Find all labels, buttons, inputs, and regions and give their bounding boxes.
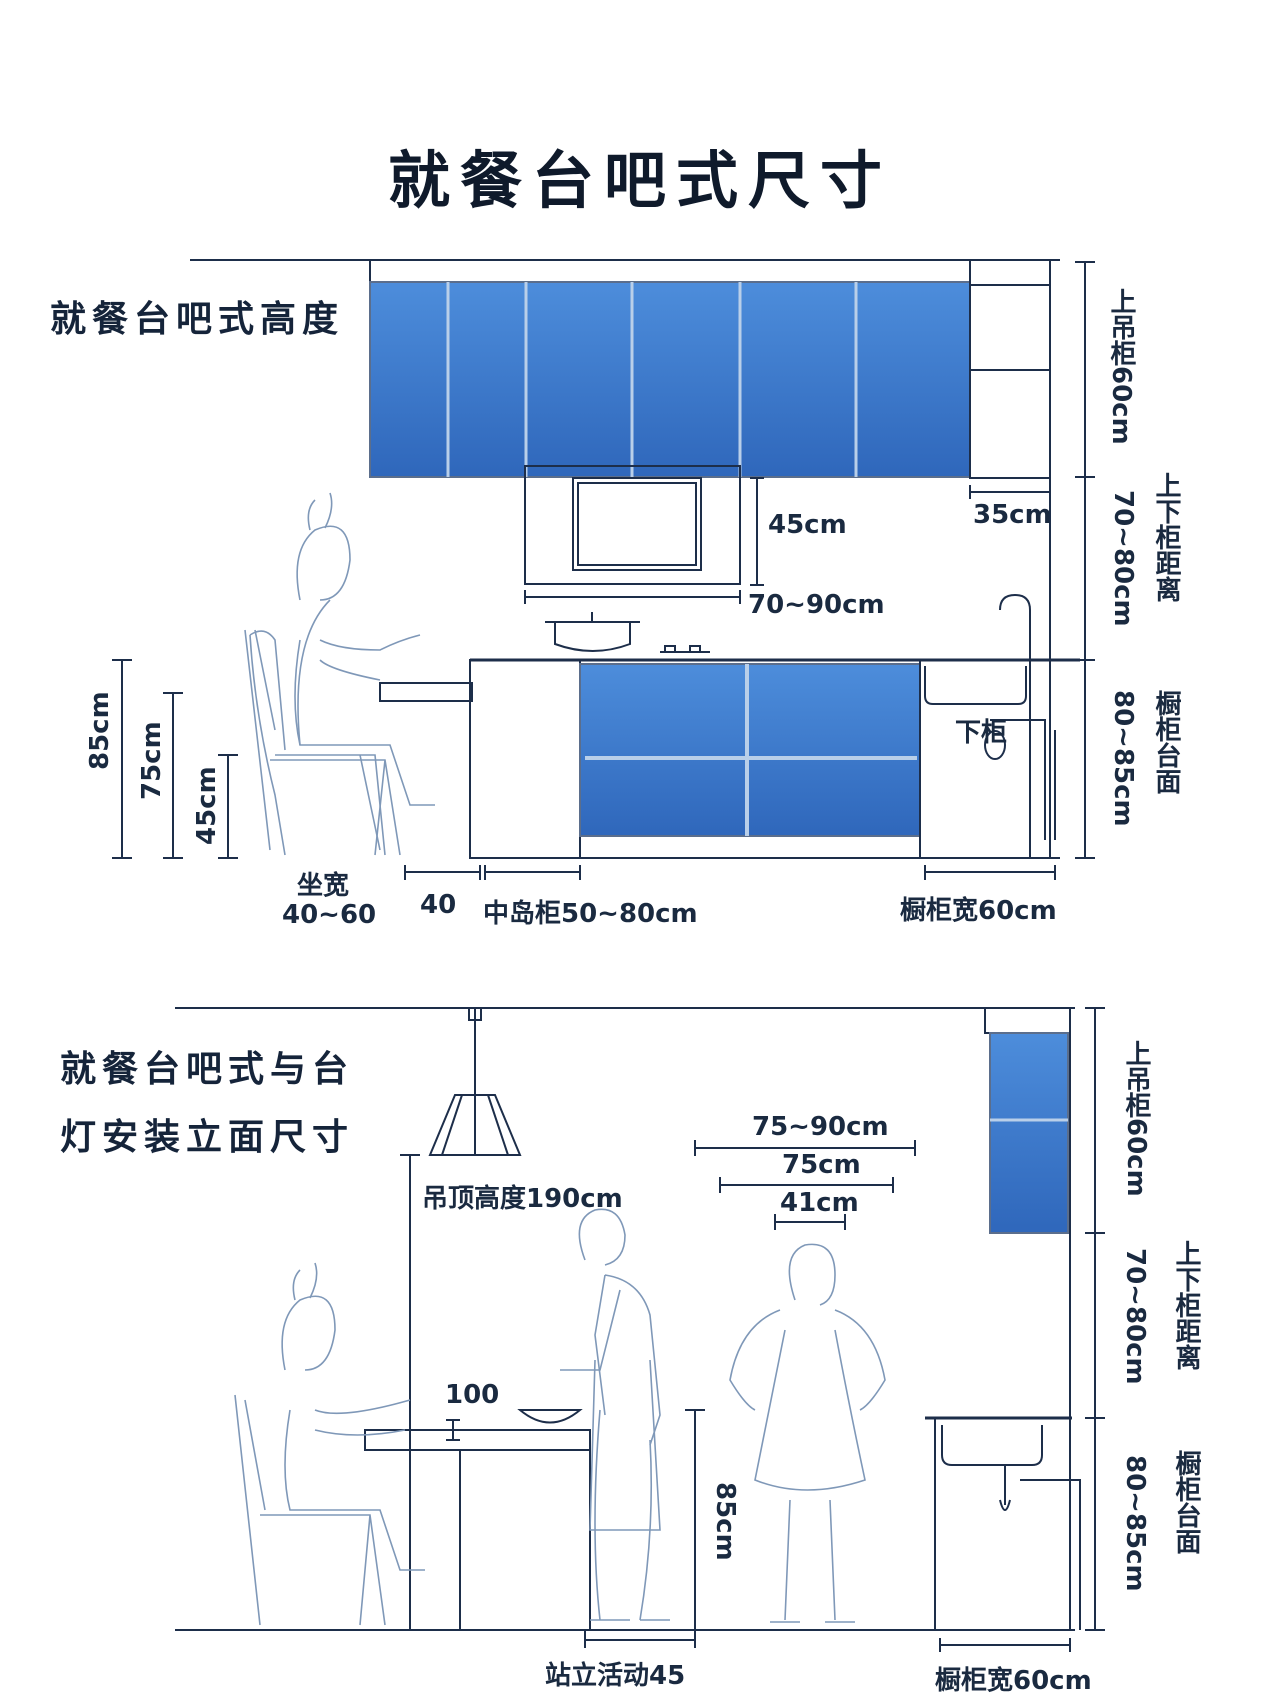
s1-cabinet-gap-value: 70~80cm <box>1108 490 1138 627</box>
s1-h45: 45cm <box>192 766 222 845</box>
s1-cabinet-gap-label: 上下柜距离 <box>1151 472 1181 602</box>
s1-h75: 75cm <box>137 721 167 800</box>
s2-counter-label: 橱柜台面 <box>1171 1450 1201 1554</box>
section2-heading-line2: 灯安装立面尺寸 <box>60 1117 355 1158</box>
section1-heading: 就餐台吧式高度 <box>50 299 345 340</box>
s1-upper-depth: 35cm <box>973 500 1052 530</box>
s2-overhang: 100 <box>445 1380 500 1410</box>
chair-1 <box>244 629 401 856</box>
s2-width-1: 75~90cm <box>752 1112 889 1142</box>
seated-person-1 <box>249 492 435 856</box>
s1-gap40: 40 <box>420 890 457 920</box>
standing-woman <box>729 1243 886 1623</box>
s2-upper-cabinet-label: 上吊柜60cm <box>1121 1040 1151 1197</box>
seated-person-2 <box>234 1262 425 1626</box>
s1-counter-label: 橱柜台面 <box>1151 690 1181 794</box>
s1-upper-cabinet-label: 上吊柜60cm <box>1106 288 1136 445</box>
s1-lower-cabinet: 下柜 <box>955 718 1008 748</box>
s1-hood-width: 70~90cm <box>748 590 885 620</box>
section2-heading-line1: 就餐台吧式与台 <box>60 1049 355 1090</box>
s2-counter-value: 80~85cm <box>1120 1455 1150 1592</box>
upper-cabinet-2 <box>989 1032 1069 1234</box>
s2-standing: 站立活动45 <box>545 1661 686 1691</box>
s1-island: 中岛柜50~80cm <box>483 899 698 929</box>
s2-h85: 85cm <box>710 1482 740 1561</box>
upper-cabinets-1 <box>369 281 971 478</box>
s2-cabinet-width: 橱柜宽60cm <box>935 1666 1092 1696</box>
s1-h85: 85cm <box>85 691 115 770</box>
s2-width-3: 41cm <box>780 1188 859 1218</box>
s1-seat-width-value: 40~60 <box>282 900 377 930</box>
s2-cabinet-gap-value: 70~80cm <box>1120 1248 1150 1385</box>
s2-ceiling-height: 吊顶高度190cm <box>422 1184 623 1214</box>
s2-width-2: 75cm <box>782 1150 861 1180</box>
section1-elevation <box>190 259 1080 859</box>
section2-elevation <box>175 1007 1105 1652</box>
s2-cabinet-gap-label: 上下柜距离 <box>1171 1240 1201 1370</box>
dimensions-1 <box>112 261 1095 880</box>
standing-chef <box>560 1208 670 1621</box>
s1-hood-height: 45cm <box>768 510 847 540</box>
page-title: 就餐台吧式尺寸 <box>387 144 892 217</box>
s1-cabinet-width: 橱柜宽60cm <box>900 896 1057 926</box>
s1-counter-value: 80~85cm <box>1108 690 1138 827</box>
s1-seat-width: 坐宽 <box>297 871 350 901</box>
lower-cabinets-1 <box>579 663 921 837</box>
